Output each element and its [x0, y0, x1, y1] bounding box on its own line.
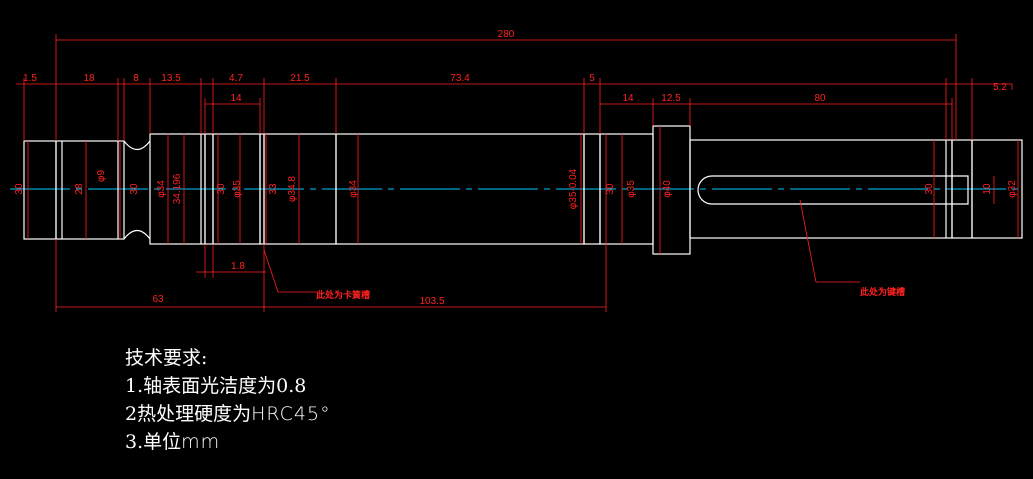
- dim-top-5: 21.5: [290, 73, 310, 84]
- dia-4: φ34: [156, 180, 167, 198]
- tech-item-1: 1.轴表面光洁度为0.8: [125, 375, 307, 397]
- dim-top-8: 80: [814, 93, 826, 104]
- note-clip-groove: 此处为卡簧槽: [316, 289, 370, 301]
- dia-6: 30: [216, 183, 227, 195]
- dia-2: φ9: [96, 170, 107, 182]
- dim-top-0: 1.5: [23, 73, 37, 84]
- dia-13: φ35: [626, 180, 637, 198]
- dim-bottom-2: 1.8: [231, 261, 245, 272]
- dia-17: φ32: [1007, 180, 1018, 198]
- dia-1: 28: [74, 183, 85, 195]
- dim-second-2: 12.5: [661, 93, 681, 104]
- tech-item-2: 2热处理硬度为HRC45°: [125, 400, 331, 428]
- dia-8: 33: [268, 183, 279, 195]
- dia-9: φ34.8: [287, 176, 298, 202]
- dim-bottom-0: 63: [152, 294, 164, 305]
- dim-top-9: 5.2: [993, 82, 1007, 93]
- dim-overall: 280: [498, 29, 515, 40]
- tech-title: 技术要求:: [125, 347, 208, 369]
- diameter-labels: 30 28 φ9 30 φ34 34.196 30 φ35 33 φ34.8 φ…: [14, 168, 1018, 209]
- dia-5: 34.196: [172, 173, 183, 204]
- tech-requirements: 技术要求: 1.轴表面光洁度为0.8 2热处理硬度为HRC45° 3.单位mm: [125, 344, 331, 456]
- dia-12: 30: [605, 183, 616, 195]
- dia-15: 30: [924, 183, 935, 195]
- dim-second-1: 14: [622, 93, 634, 104]
- dimension-lines: [16, 34, 1019, 312]
- tech-item-3-unit: mm: [181, 431, 221, 453]
- dim-top-7: 5: [589, 73, 595, 84]
- shaft-outline: [23, 125, 1023, 255]
- dia-3: 30: [129, 183, 140, 195]
- dia-14: φ40: [662, 180, 673, 198]
- dia-16: 10: [982, 183, 993, 195]
- dia-7: φ35: [232, 180, 243, 198]
- dim-top-1: 18: [83, 73, 95, 84]
- tech-item-3-text: 3.单位: [125, 431, 182, 453]
- dim-top-4: 4.7: [229, 73, 243, 84]
- dia-0: 30: [14, 183, 25, 195]
- dia-10: φ34: [348, 180, 359, 198]
- dim-bottom-1: 103.5: [419, 296, 444, 307]
- note-keyway: 此处为键槽: [860, 286, 905, 298]
- dim-top-2: 8: [133, 73, 139, 84]
- dia-11: φ35-0.04: [568, 168, 579, 209]
- tech-item-3: 3.单位mm: [125, 428, 331, 456]
- dimension-labels: 280 1.5 18 8 13.5 4.7 21.5 73.4 5 80 5.2…: [23, 29, 1007, 307]
- dim-second-0: 14: [230, 93, 242, 104]
- dim-top-6: 73.4: [450, 73, 470, 84]
- tech-item-2-hardness: HRC45°: [251, 403, 331, 425]
- dim-top-3: 13.5: [161, 73, 181, 84]
- tech-item-2-text: 2热处理硬度为: [125, 403, 252, 425]
